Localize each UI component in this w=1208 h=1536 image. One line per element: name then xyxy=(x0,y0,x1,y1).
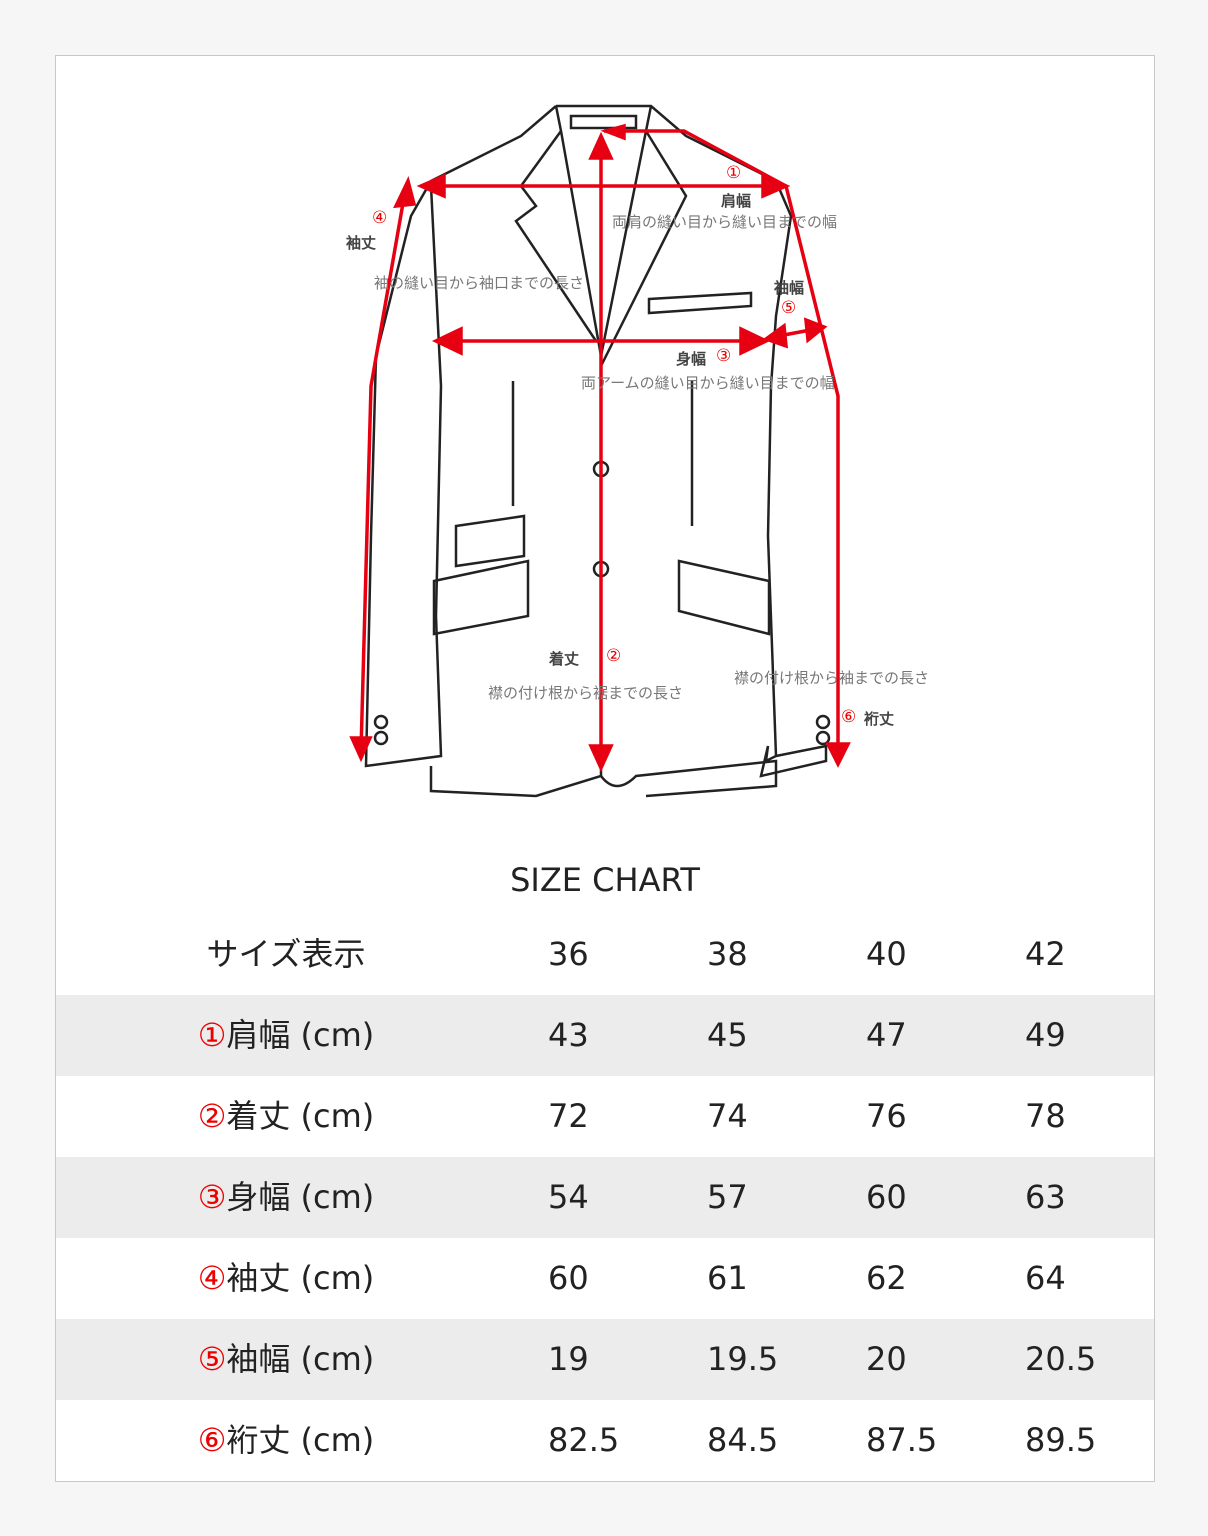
row-value: 61 xyxy=(707,1259,748,1297)
table-header-row: サイズ表示 36 38 40 42 xyxy=(56,914,1154,995)
row-value: 57 xyxy=(707,1178,748,1216)
m4-number: ④ xyxy=(372,208,388,228)
m4-name: 袖丈 xyxy=(346,234,377,252)
row-mark: ⑤ xyxy=(197,1340,227,1378)
m3-name: 身幅 xyxy=(676,350,707,368)
row-label: ③身幅 (cm) xyxy=(196,1157,376,1238)
row-value: 62 xyxy=(866,1259,907,1297)
row-value: 78 xyxy=(1025,1097,1066,1135)
table-row: ③身幅 (cm) 54 57 60 63 xyxy=(56,1157,1154,1238)
row-mark: ③ xyxy=(197,1178,227,1216)
row-value: 49 xyxy=(1025,1016,1066,1054)
row-value: 72 xyxy=(548,1097,589,1135)
row-value: 19.5 xyxy=(707,1340,779,1378)
header-label: サイズ表示 xyxy=(206,935,366,973)
row-label-text: 着丈 (cm) xyxy=(226,1097,375,1135)
table-row: ⑥裄丈 (cm) 82.5 84.5 87.5 89.5 xyxy=(56,1400,1154,1481)
row-value: 54 xyxy=(548,1178,589,1216)
jacket-diagram: ① 肩幅 両肩の縫い目から縫い目までの幅 ④ 袖丈 袖の縫い目から袖口までの長さ… xyxy=(56,56,1154,856)
row-mark: ④ xyxy=(197,1259,227,1297)
row-value: 47 xyxy=(866,1016,907,1054)
jacket-illustration xyxy=(349,104,851,798)
row-label-text: 肩幅 (cm) xyxy=(226,1016,375,1054)
row-label: ②着丈 (cm) xyxy=(196,1076,376,1157)
table-row: ⑤袖幅 (cm) 19 19.5 20 20.5 xyxy=(56,1319,1154,1400)
row-value: 63 xyxy=(1025,1178,1066,1216)
m6-number: ⑥ xyxy=(841,707,857,727)
row-value: 64 xyxy=(1025,1259,1066,1297)
m5-name: 袖幅 xyxy=(774,279,805,297)
row-label-text: 身幅 (cm) xyxy=(226,1178,375,1216)
m6-desc: 襟の付け根から袖までの長さ xyxy=(734,669,930,687)
size-36: 36 xyxy=(548,935,589,973)
m2-name: 着丈 xyxy=(549,650,580,668)
row-mark: ① xyxy=(197,1016,227,1054)
row-label-text: 袖丈 (cm) xyxy=(226,1259,375,1297)
m1-name: 肩幅 xyxy=(721,192,752,210)
row-mark: ② xyxy=(197,1097,227,1135)
row-label: ⑤袖幅 (cm) xyxy=(196,1319,376,1400)
row-label-text: 袖幅 (cm) xyxy=(226,1340,375,1378)
row-value: 74 xyxy=(707,1097,748,1135)
m3-number: ③ xyxy=(716,346,732,366)
row-value: 60 xyxy=(866,1178,907,1216)
table-row: ④袖丈 (cm) 60 61 62 64 xyxy=(56,1238,1154,1319)
row-label: ④袖丈 (cm) xyxy=(196,1238,376,1319)
row-label-text: 裄丈 (cm) xyxy=(226,1421,375,1459)
m1-desc: 両肩の縫い目から縫い目までの幅 xyxy=(612,213,838,231)
m4-desc: 袖の縫い目から袖口までの長さ xyxy=(374,274,585,292)
row-value: 20.5 xyxy=(1025,1340,1097,1378)
row-value: 43 xyxy=(548,1016,589,1054)
row-value: 19 xyxy=(548,1340,589,1378)
row-value: 84.5 xyxy=(707,1421,779,1459)
m2-desc: 襟の付け根から裾までの長さ xyxy=(488,684,684,702)
table-row: ①肩幅 (cm) 43 45 47 49 xyxy=(56,995,1154,1076)
m5-number: ⑤ xyxy=(781,298,797,318)
row-value: 87.5 xyxy=(866,1421,938,1459)
size-chart-panel: ① 肩幅 両肩の縫い目から縫い目までの幅 ④ 袖丈 袖の縫い目から袖口までの長さ… xyxy=(55,55,1155,1482)
size-38: 38 xyxy=(707,935,748,973)
size-42: 42 xyxy=(1025,935,1066,973)
m2-number: ② xyxy=(606,646,622,666)
row-value: 60 xyxy=(548,1259,589,1297)
row-value: 76 xyxy=(866,1097,907,1135)
row-value: 82.5 xyxy=(548,1421,620,1459)
m3-desc: 両アームの縫い目から縫い目までの幅 xyxy=(581,374,835,392)
m6-name: 裄丈 xyxy=(864,710,895,728)
m1-number: ① xyxy=(726,163,742,183)
row-mark: ⑥ xyxy=(197,1421,227,1459)
size-40: 40 xyxy=(866,935,907,973)
row-value: 20 xyxy=(866,1340,907,1378)
row-label: ①肩幅 (cm) xyxy=(196,995,376,1076)
row-value: 45 xyxy=(707,1016,748,1054)
size-chart-title: SIZE CHART xyxy=(510,861,700,899)
row-label: ⑥裄丈 (cm) xyxy=(196,1400,376,1481)
row-value: 89.5 xyxy=(1025,1421,1097,1459)
table-row: ②着丈 (cm) 72 74 76 78 xyxy=(56,1076,1154,1157)
